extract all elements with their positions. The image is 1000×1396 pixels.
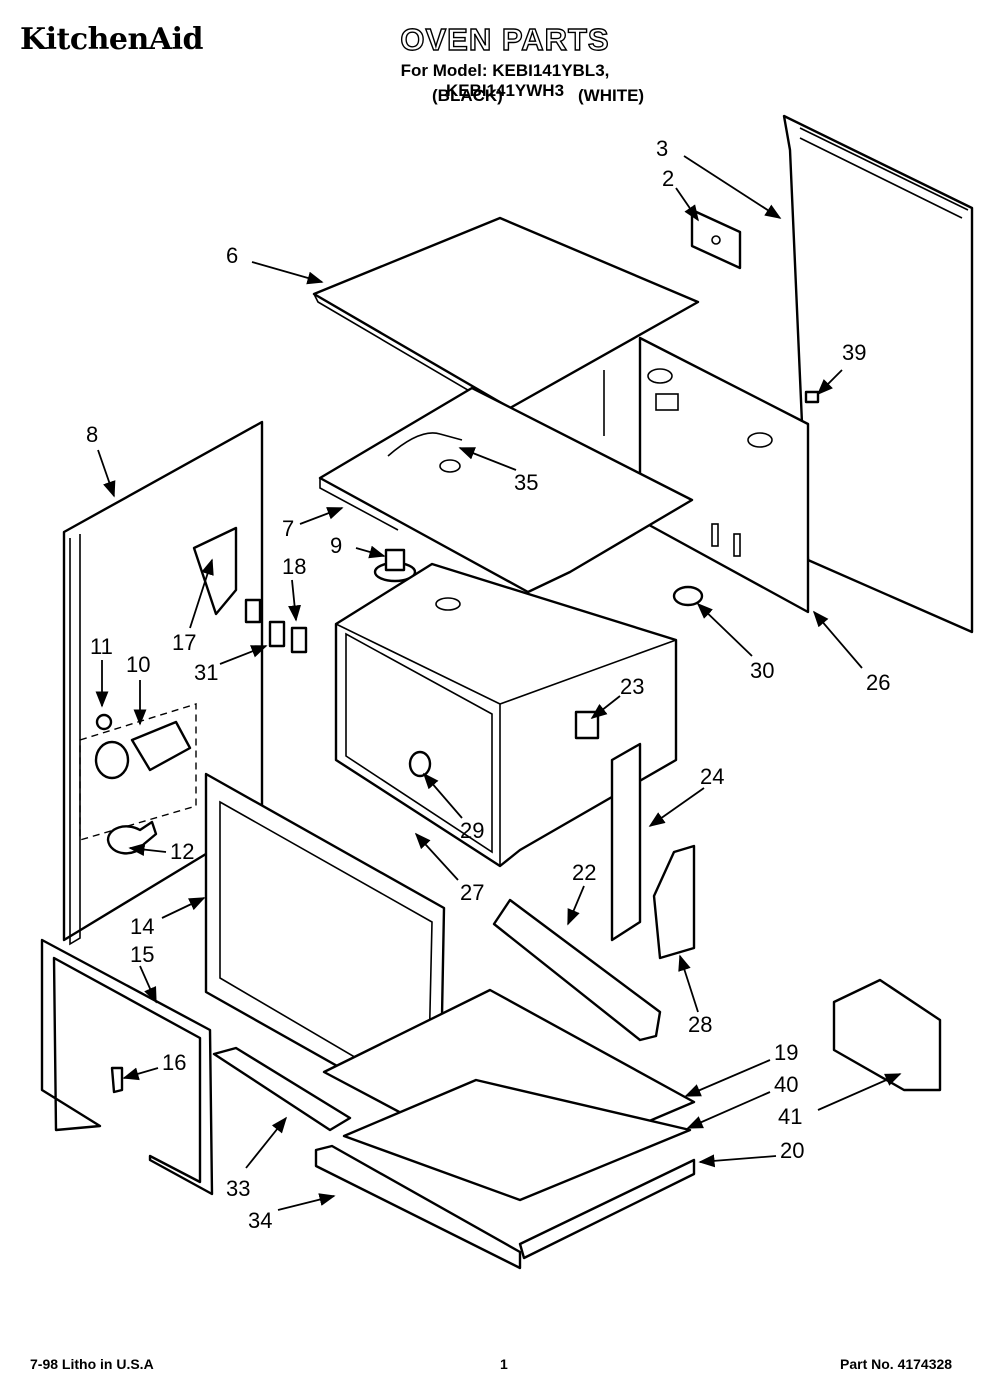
callout-8: 8	[86, 422, 98, 447]
part-10-socket	[130, 720, 192, 772]
part-3-back-panel	[782, 114, 974, 634]
part-16-clip	[110, 1066, 124, 1094]
part-29-knob	[408, 750, 432, 778]
callout-20: 20	[780, 1138, 804, 1163]
part-34-kick-plate	[314, 1144, 522, 1270]
part-39-clip	[804, 390, 820, 404]
callout-15: 15	[130, 942, 154, 967]
callout-40: 40	[774, 1072, 798, 1097]
footer-print-info: 7-98 Litho in U.S.A	[30, 1356, 154, 1372]
part-26-rear-frame	[638, 336, 810, 614]
callout-6: 6	[226, 243, 238, 268]
part-40-bottom-tray	[342, 1078, 692, 1202]
callout-33: 33	[226, 1176, 250, 1201]
callout-17: 17	[172, 630, 196, 655]
part-7-top-frame	[318, 386, 694, 594]
part-17-bracket	[192, 526, 238, 616]
part-24-hinge-bracket	[610, 742, 642, 942]
brand-logo: KitchenAid	[20, 22, 203, 57]
footer-page-number: 1	[500, 1356, 508, 1372]
callout-labels: 3 2 6 39 8 35 7 9 18 17 11 10 31 30 26 2…	[86, 136, 890, 1233]
callout-39: 39	[842, 340, 866, 365]
callout-31: 31	[194, 660, 218, 685]
callout-12: 12	[170, 839, 194, 864]
part-22-rail	[492, 898, 662, 1042]
callout-29: 29	[460, 818, 484, 843]
callout-3: 3	[656, 136, 668, 161]
footer-part-number: Part No. 4174328	[840, 1356, 953, 1372]
part-27-oven-cavity	[334, 562, 678, 868]
part-10-light-lens	[94, 740, 130, 780]
callout-10: 10	[126, 652, 150, 677]
callout-2: 2	[662, 166, 674, 191]
callout-16: 16	[162, 1050, 186, 1075]
callout-9: 9	[330, 533, 342, 558]
callout-7: 7	[282, 516, 294, 541]
part-15-door-gasket	[40, 938, 214, 1196]
callout-34: 34	[248, 1208, 272, 1233]
part-6-top-panel	[312, 216, 700, 410]
callout-41: 41	[778, 1104, 802, 1129]
callout-30: 30	[750, 658, 774, 683]
model-line: For Model: KEBI141YBL3, KEBI141YWH3	[400, 61, 610, 100]
callout-14: 14	[130, 914, 154, 939]
callout-22: 22	[572, 860, 596, 885]
part-2-bracket	[690, 208, 742, 270]
callout-11: 11	[90, 634, 113, 659]
part-28-hinge	[652, 844, 696, 960]
callout-23: 23	[620, 674, 644, 699]
callout-35: 35	[514, 470, 538, 495]
part-12-bulb	[106, 820, 158, 855]
callout-28: 28	[688, 1012, 712, 1037]
part-41-bracket	[832, 978, 942, 1092]
callout-19: 19	[774, 1040, 798, 1065]
part-11-ring	[95, 713, 113, 731]
callout-leaders	[95, 155, 902, 1211]
callout-24: 24	[700, 764, 724, 789]
part-35-tube	[387, 432, 463, 457]
callout-27: 27	[460, 880, 484, 905]
part-18-block	[244, 598, 262, 624]
color-white-label: (WHITE)	[578, 86, 645, 105]
part-31-switch	[268, 620, 286, 648]
callout-26: 26	[866, 670, 890, 695]
part-20-front-trim	[518, 1158, 696, 1260]
callout-18: 18	[282, 554, 306, 579]
part-33-vent	[212, 1046, 352, 1132]
color-black-label: (BLACK)	[432, 86, 503, 105]
page-title: OVEN PARTS	[400, 21, 610, 57]
part-30-disc	[672, 585, 704, 607]
